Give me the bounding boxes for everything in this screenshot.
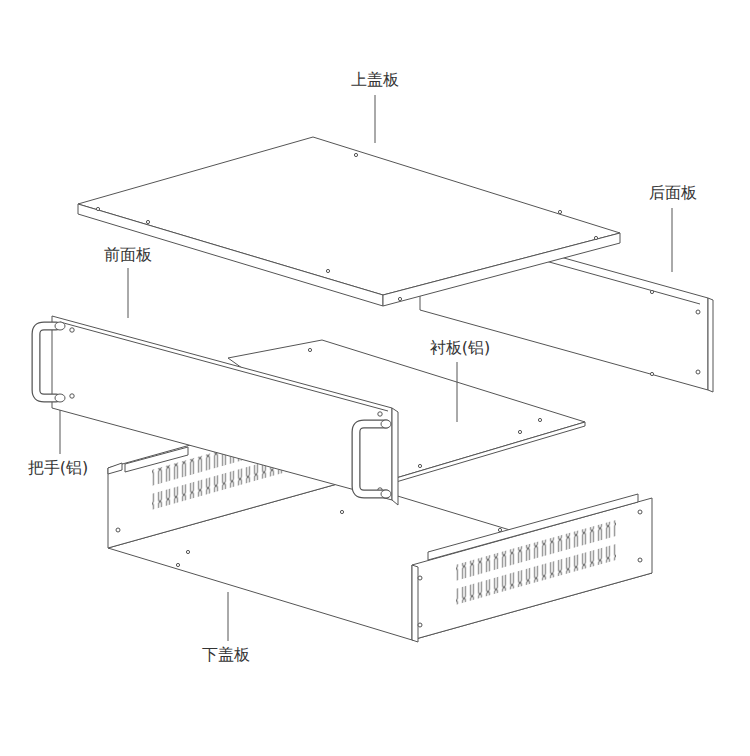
label-anchor: 下盖板: [202, 645, 250, 664]
part-label: 下盖板: [202, 645, 250, 664]
handles: [36, 322, 391, 498]
label-anchor: 上盖板: [351, 70, 399, 89]
part-label: 衬板(铝): [430, 338, 490, 357]
label-anchor: 前面板: [104, 245, 152, 264]
part-label: 前面板: [104, 245, 152, 264]
label-anchor: 把手(铝): [28, 458, 88, 477]
label-anchor: 衬板(铝): [430, 338, 490, 357]
top-cover: [78, 137, 620, 306]
label-anchor: 后面板: [649, 183, 697, 202]
leader-lines: [60, 95, 672, 641]
part-label: 把手(铝): [28, 458, 88, 477]
front-panel: [52, 316, 398, 505]
part-label: 上盖板: [351, 70, 399, 89]
part-label: 后面板: [649, 183, 697, 202]
